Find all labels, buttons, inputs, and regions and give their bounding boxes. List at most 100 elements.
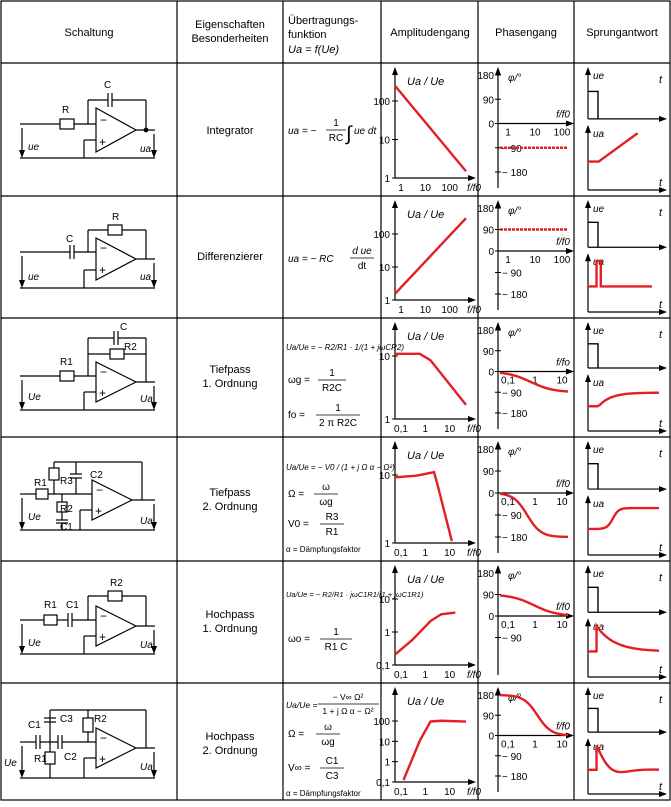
label-r1: R1 (34, 478, 47, 489)
amp-ytick: 100 (373, 230, 390, 241)
amp-ytick: 1 (384, 628, 390, 639)
axis-arrow-icon (585, 565, 591, 573)
step-t-label: t (659, 664, 663, 676)
svg-text:−: − (100, 241, 107, 255)
phase-label: φ/° (508, 206, 521, 217)
label-r2: R2 (60, 504, 73, 515)
label-ue: Ue (28, 512, 41, 523)
step-t-label: t (659, 448, 663, 460)
phase-ytick: − 180 (502, 533, 528, 544)
step-out-label: ua (593, 257, 605, 268)
label-r1: R1 (34, 754, 47, 765)
svg-text:+: + (95, 504, 102, 518)
formula-6-v-den: C3 (326, 771, 339, 782)
axis-arrow-icon (392, 565, 398, 573)
phase-xtick: 0,1 (501, 620, 515, 631)
phase-xtick: 10 (556, 740, 568, 751)
formula-integrator: ua = − 1 RC ∫ ue dt (288, 118, 377, 145)
svg-text:+: + (99, 135, 106, 149)
amp-curve (402, 719, 467, 781)
axis-arrow-icon (468, 540, 476, 546)
row-2-name: Differenzierer (197, 251, 263, 263)
step-t-label: t (659, 329, 663, 341)
amp-xtick: 100 (441, 183, 458, 194)
label-ua: Ua (140, 394, 153, 405)
svg-text:−: − (100, 365, 107, 379)
phase-ytick: 0 (488, 732, 494, 743)
axis-arrow-icon (585, 67, 591, 75)
phase-curve (499, 492, 569, 539)
axis-arrow-icon (495, 687, 501, 695)
phase-ytick: 90 (483, 95, 495, 106)
axis-arrow-icon (659, 364, 667, 371)
header-funktion: funktion (288, 29, 327, 41)
label-ua: Ua (140, 516, 153, 527)
step-in-label: ue (593, 569, 605, 580)
row-6-order: 2. Ordnung (202, 745, 257, 757)
amp-ytick: 100 (373, 717, 390, 728)
step-input (588, 463, 599, 490)
phase-xtick: 0,1 (501, 497, 515, 508)
formula-hochpass-2: Ua/Ue = − V∞ Ω² 1 + j Ω α − Ω² Ω = ω ωg … (286, 692, 379, 798)
amp-xtick: 1 (423, 670, 429, 681)
phase-xtick: 10 (556, 376, 568, 387)
axis-arrow-icon (585, 495, 591, 504)
phase-xlabel: f/f0 (556, 479, 570, 490)
phase-ytick: 0 (488, 612, 494, 623)
phase-ytick: − 180 (502, 409, 528, 420)
label-ue: Ue (28, 638, 41, 649)
step-out-label: ua (593, 129, 605, 140)
formula-4-note: α = Dämpfungsfaktor (286, 545, 361, 554)
label-r1: R1 (60, 357, 73, 368)
amp-ytick: 0,1 (376, 778, 390, 789)
svg-text:+: + (99, 263, 106, 277)
phase-ytick: 180 (477, 691, 494, 702)
formula-1-rhs: ue dt (354, 126, 377, 137)
axis-arrow-icon (585, 738, 591, 747)
phase-ytick: 0 (488, 489, 494, 500)
row-1-name: Integrator (206, 125, 253, 137)
axis-arrow-icon (659, 244, 667, 251)
axis-arrow-icon (566, 368, 574, 375)
phase-xtick: 1 (505, 255, 511, 266)
axis-arrow-icon (495, 565, 501, 573)
amp-xtick: 1 (423, 424, 429, 435)
axis-arrow-icon (468, 662, 476, 668)
phase-label: φ/° (508, 571, 521, 582)
formula-4-om-den: ωg (319, 497, 332, 508)
label-ue: Ue (4, 758, 17, 769)
amp-xtick: 10 (444, 548, 456, 559)
phase-xtick: 100 (554, 128, 571, 139)
formula-2-lhs: ua = − RC (288, 254, 334, 265)
axis-arrow-icon (495, 441, 501, 449)
label-ua: Ua (140, 640, 153, 651)
phase-label: φ/° (508, 73, 521, 84)
amp-xtick: f/f0 (467, 787, 481, 798)
header-sprungantwort: Sprungantwort (586, 27, 658, 39)
row-6-name: Hochpass (206, 731, 255, 743)
amp-curve (394, 470, 453, 542)
circuits: − + R C ue ua − (4, 80, 157, 779)
amp-xtick: f/f0 (467, 183, 481, 194)
amp-curve (394, 84, 467, 173)
step-input (588, 221, 599, 248)
label-r2: R2 (94, 714, 107, 725)
phase-xtick: 10 (529, 255, 541, 266)
label-c: C (104, 80, 111, 91)
header-amplitudengang: Amplitudengang (390, 27, 470, 39)
svg-text:−: − (96, 483, 103, 497)
amp-ytick: 1 (384, 174, 390, 185)
circuit-hochpass-1: − + R1 C1 R2 Ue Ua (19, 578, 157, 655)
formula-6-note: α = Dämpfungsfaktor (286, 789, 361, 798)
label-r2: R2 (110, 578, 123, 589)
label-ua: ua (140, 144, 152, 155)
formula-6-v-lhs: V∞ = (288, 763, 311, 774)
phase-ytick: 180 (477, 326, 494, 337)
axis-arrow-icon (392, 200, 398, 208)
